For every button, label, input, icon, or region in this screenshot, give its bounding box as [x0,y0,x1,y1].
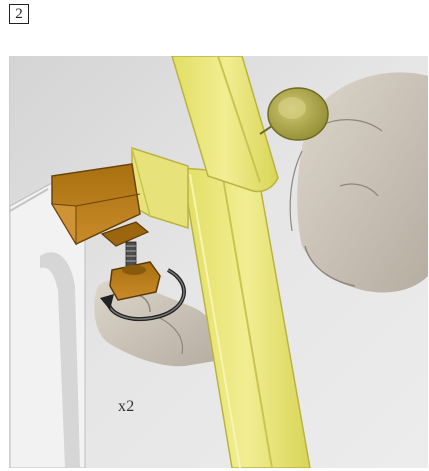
quantity-label: x2 [118,398,135,416]
step-number: 2 [9,4,29,24]
assembly-illustration: x2 [9,56,428,468]
